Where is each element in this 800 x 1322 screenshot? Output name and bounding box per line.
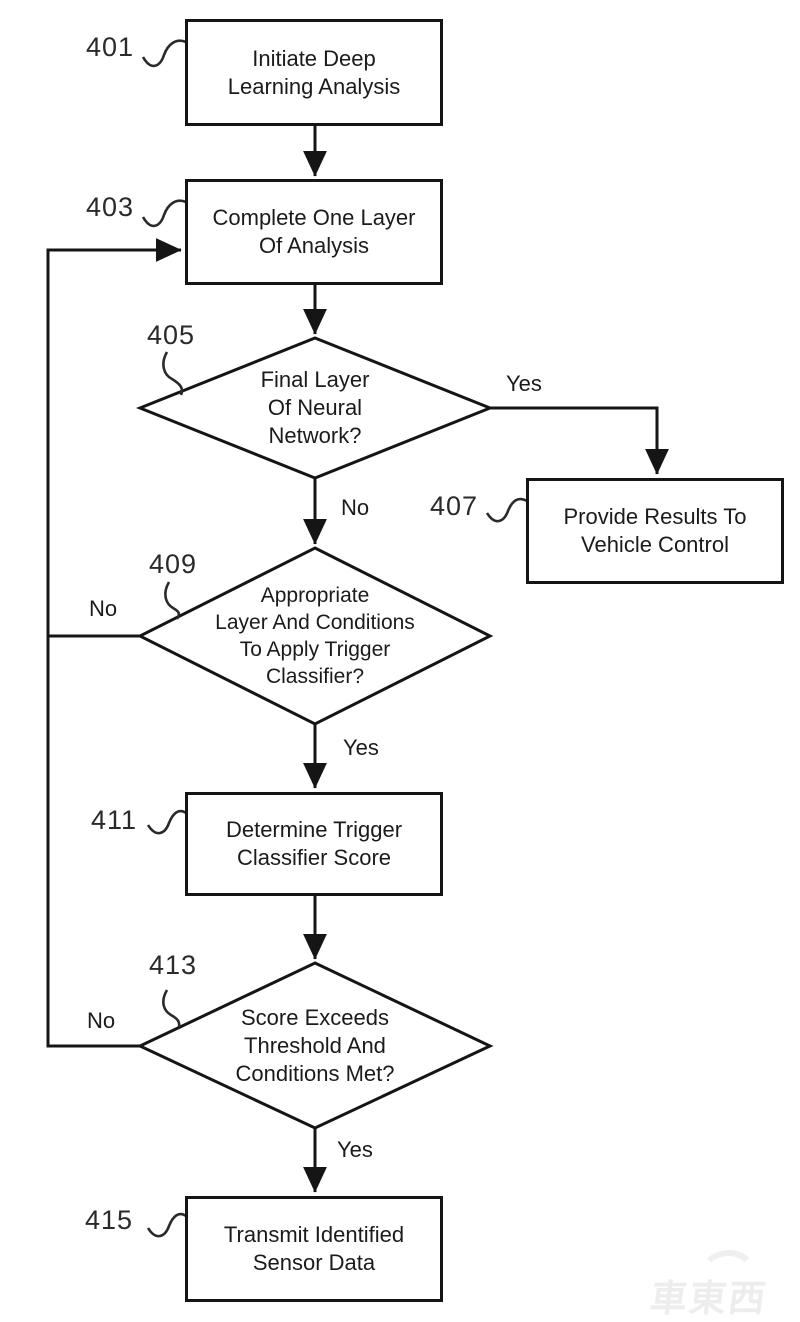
process-407-text: Provide Results To Vehicle Control bbox=[563, 504, 747, 557]
watermark: 車東西 bbox=[648, 1250, 800, 1319]
ref-label-403: 403 bbox=[86, 192, 135, 222]
edge-413-no-loop-to-403 bbox=[46, 238, 182, 1048]
decision-413-text: Score Exceeds Threshold And Conditions M… bbox=[235, 1005, 395, 1086]
ref-label-409: 409 bbox=[149, 549, 198, 579]
process-411-text: Determine Trigger Classifier Score bbox=[225, 817, 403, 870]
process-415-text: Transmit Identified Sensor Data bbox=[223, 1222, 405, 1275]
process-401-text: Initiate Deep Learning Analysis bbox=[227, 45, 401, 99]
edge-405-yes-to-407 bbox=[490, 406, 669, 475]
edge-label-405-no: No bbox=[341, 495, 370, 520]
process-411: Determine Trigger Classifier Score bbox=[185, 792, 443, 896]
leader-413 bbox=[162, 989, 181, 1028]
leader-403 bbox=[141, 199, 187, 228]
ref-label-405: 405 bbox=[147, 320, 196, 350]
ref-label-401: 401 bbox=[86, 32, 135, 62]
edge-label-413-no: No bbox=[87, 1008, 116, 1033]
ref-label-415: 415 bbox=[85, 1205, 134, 1235]
leader-415 bbox=[146, 1212, 187, 1238]
process-407: Provide Results To Vehicle Control bbox=[526, 478, 784, 584]
decision-409-text: Appropriate Layer And Conditions To Appl… bbox=[215, 584, 415, 688]
edge-label-413-yes: Yes bbox=[337, 1137, 373, 1162]
ref-label-413: 413 bbox=[149, 950, 198, 980]
leader-401 bbox=[141, 39, 187, 68]
leader-411 bbox=[146, 809, 187, 835]
process-401: Initiate Deep Learning Analysis bbox=[185, 19, 443, 126]
edge-label-409-no: No bbox=[89, 596, 118, 621]
ref-label-411: 411 bbox=[91, 805, 138, 835]
leader-405 bbox=[162, 351, 184, 396]
leader-407 bbox=[485, 497, 528, 523]
process-415: Transmit Identified Sensor Data bbox=[185, 1196, 443, 1302]
edge-label-405-yes: Yes bbox=[506, 371, 542, 396]
ref-label-407: 407 bbox=[430, 491, 479, 521]
leader-409 bbox=[164, 581, 181, 620]
decision-405-text: Final Layer Of Neural Network? bbox=[260, 367, 370, 448]
process-403: Complete One Layer Of Analysis bbox=[185, 179, 443, 285]
edge-label-409-yes: Yes bbox=[343, 735, 379, 760]
watermark-text: 車東西 bbox=[647, 1278, 770, 1319]
process-403-text: Complete One Layer Of Analysis bbox=[212, 205, 416, 258]
